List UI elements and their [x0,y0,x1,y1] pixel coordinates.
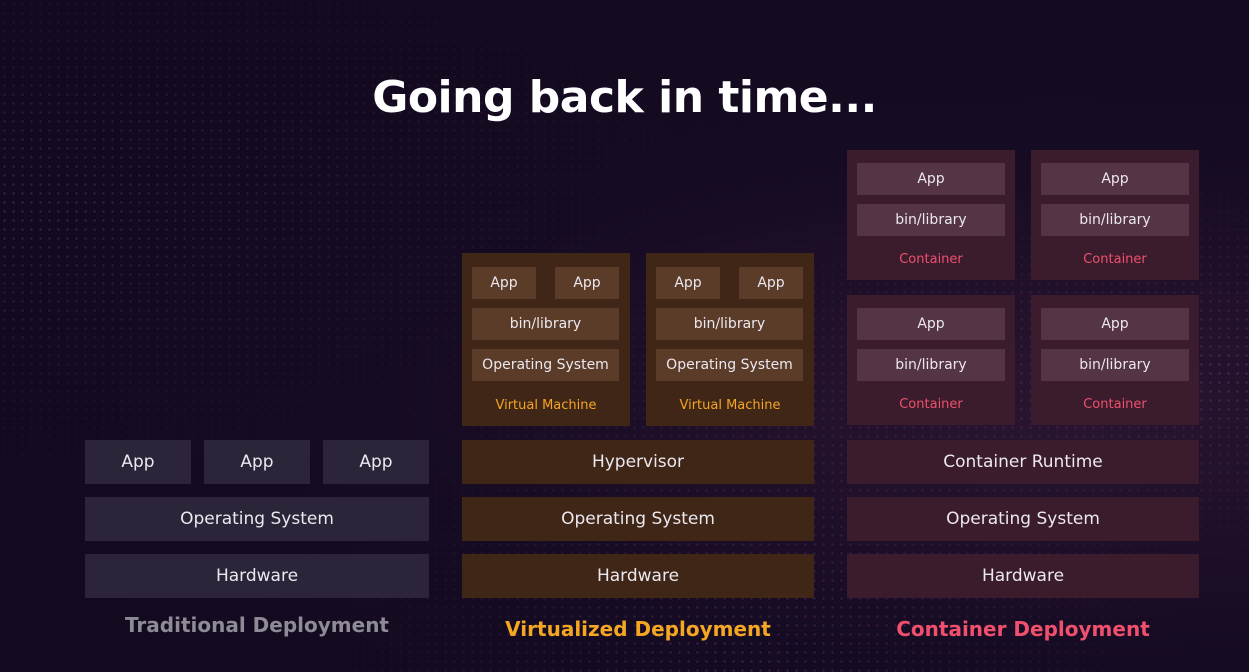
vm-os-box: Operating System [472,349,619,381]
virtual-machine-panel: App App bin/library Operating System Vir… [646,253,814,426]
vm-app-box: App [656,267,720,299]
vm-os-box: Operating System [656,349,803,381]
hypervisor-layer: Hypervisor [462,440,814,484]
page-title: Going back in time... [372,72,877,123]
traditional-hardware-layer: Hardware [85,554,429,598]
traditional-app-box: App [85,440,191,484]
traditional-caption: Traditional Deployment [124,613,389,637]
container-label: Container [1083,251,1147,267]
container-app-box: App [1041,308,1189,340]
container-panel: App bin/library Container [847,150,1015,280]
container-bin-library-box: bin/library [1041,204,1189,236]
vm-app-box: App [739,267,803,299]
vm-label: Virtual Machine [495,397,597,413]
vm-app-box: App [472,267,536,299]
traditional-os-layer: Operating System [85,497,429,541]
container-hardware-layer: Hardware [847,554,1199,598]
vm-app-box: App [555,267,619,299]
container-bin-library-box: bin/library [857,349,1005,381]
virtualized-hardware-layer: Hardware [462,554,814,598]
container-app-box: App [1041,163,1189,195]
virtualized-caption: Virtualized Deployment [505,617,771,641]
container-bin-library-box: bin/library [1041,349,1189,381]
container-caption: Container Deployment [896,617,1150,641]
container-panel: App bin/library Container [1031,150,1199,280]
vm-label: Virtual Machine [679,397,781,413]
container-app-box: App [857,163,1005,195]
container-label: Container [899,396,963,412]
container-os-layer: Operating System [847,497,1199,541]
traditional-app-box: App [204,440,310,484]
traditional-app-box: App [323,440,429,484]
container-bin-library-box: bin/library [857,204,1005,236]
vm-bin-library-box: bin/library [656,308,803,340]
container-app-box: App [857,308,1005,340]
container-runtime-layer: Container Runtime [847,440,1199,484]
vm-bin-library-box: bin/library [472,308,619,340]
container-panel: App bin/library Container [1031,295,1199,425]
container-label: Container [1083,396,1147,412]
container-panel: App bin/library Container [847,295,1015,425]
virtualized-os-layer: Operating System [462,497,814,541]
virtual-machine-panel: App App bin/library Operating System Vir… [462,253,630,426]
container-label: Container [899,251,963,267]
